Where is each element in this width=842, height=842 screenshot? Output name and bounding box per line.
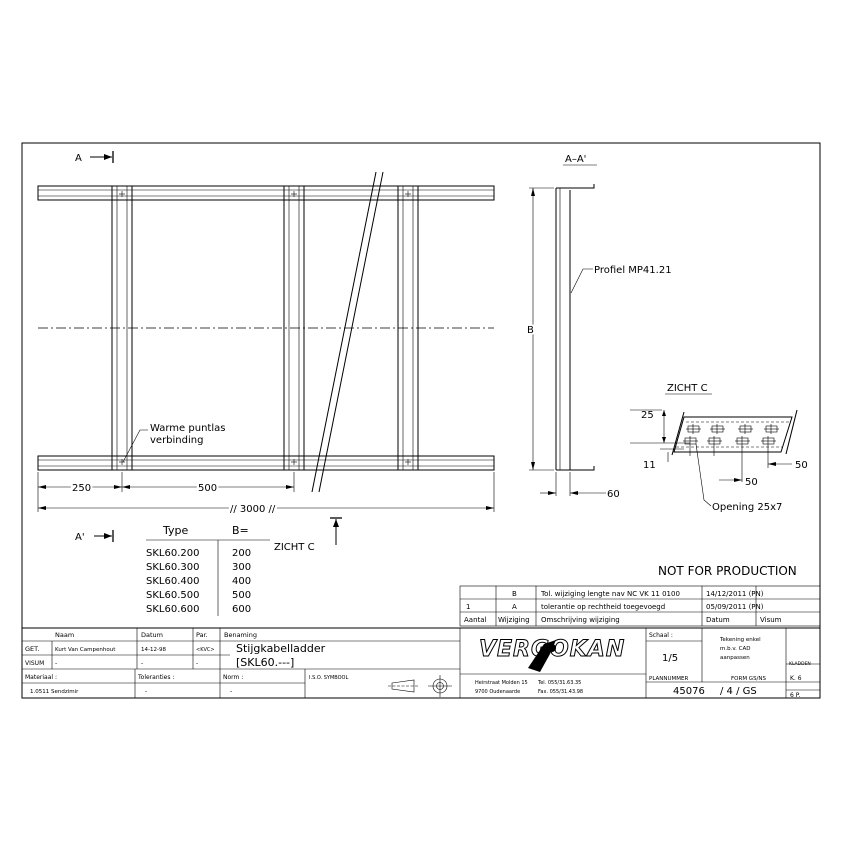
b-row-5: 600 xyxy=(232,604,251,615)
iso-projection-symbol xyxy=(388,675,452,697)
sheet-border xyxy=(21,142,821,699)
address-line2: 9700 Oudenaarde xyxy=(475,689,520,695)
benaming-line2: [SKL60.---] xyxy=(236,656,294,669)
dim-11: 11 xyxy=(643,460,656,471)
rev-row2-desc: tolerantie op rechtheid toegevoegd xyxy=(541,603,665,611)
zicht-c-title: ZICHT C xyxy=(667,383,708,394)
iso-symbol-label: I.S.O. SYMBOOL xyxy=(309,675,348,681)
schaal-value: 1/5 xyxy=(662,653,678,664)
col-par: Par. xyxy=(196,631,208,639)
b-row-2: 300 xyxy=(232,562,251,573)
company-fax: Fax. 055/31.43.98 xyxy=(538,689,583,695)
get-par: <KVC> xyxy=(196,647,215,653)
logo-figure-icon xyxy=(528,640,556,672)
dim-500: 500 xyxy=(198,483,217,494)
type-row-5: SKL60.600 xyxy=(146,604,199,615)
dim-50a: 50 xyxy=(795,460,808,471)
type-row-1: SKL60.200 xyxy=(146,548,199,559)
visum-date: - xyxy=(141,660,143,667)
materiaal-label: Materiaal : xyxy=(25,674,57,681)
weld-note-line1: Warme puntlas xyxy=(150,423,225,434)
rev-header-wijziging: Wijziging xyxy=(498,616,530,624)
type-header: Type xyxy=(162,524,188,537)
weld-note-line2: verbinding xyxy=(150,435,203,446)
b-row-1: 200 xyxy=(232,548,251,559)
get-name: Kurt Van Campenhout xyxy=(55,647,116,653)
cad-note-line2: m.b.v. CAD xyxy=(720,646,751,652)
sheet-k: K. 6 xyxy=(790,675,802,682)
view-marker-a-prime: A' xyxy=(75,532,85,543)
get-label: GET. xyxy=(25,645,39,653)
ladder-front-view xyxy=(37,171,495,493)
dimension-250-500 xyxy=(37,472,295,512)
cad-note-line1: Tekening enkel xyxy=(719,637,761,643)
b-row-3: 400 xyxy=(232,576,251,587)
section-title: A–A' xyxy=(565,154,586,165)
profile-note: Profiel MP41.21 xyxy=(594,265,672,276)
form-value: / 4 / GS xyxy=(720,686,757,697)
section-a-a: A–A' xyxy=(529,154,606,496)
rev-row2-date: 05/09/2011 (PN) xyxy=(706,603,764,611)
address-line1: Heirstraat Molden 15 xyxy=(475,680,528,686)
title-block-grid xyxy=(21,627,821,699)
type-row-3: SKL60.400 xyxy=(146,576,199,587)
visum-label: VISUM xyxy=(25,660,44,667)
zicht-c-detail: ZICHT C xyxy=(630,383,798,507)
col-naam: Naam xyxy=(55,631,74,639)
col-datum: Datum xyxy=(141,631,163,639)
not-for-production: NOT FOR PRODUCTION xyxy=(658,564,797,578)
b-header: B= xyxy=(232,524,249,537)
type-row-2: SKL60.300 xyxy=(146,562,199,573)
dim-250: 250 xyxy=(72,483,91,494)
schaal-label: Schaal : xyxy=(649,632,673,639)
rev-header-omschrijving: Omschrijving wijziging xyxy=(541,616,620,624)
rev-header-visum: Visum xyxy=(760,616,782,624)
revision-table xyxy=(459,585,821,627)
rev-row1-desc: Tol. wijziging lengte nav NC VK 11 0100 xyxy=(540,590,680,598)
dim-60: 60 xyxy=(607,489,620,500)
rev-row2-letter: A xyxy=(512,603,517,611)
opening-note: Opening 25x7 xyxy=(712,502,782,513)
form-label: FORM GS/NS xyxy=(731,676,767,682)
dim-3000: // 3000 // xyxy=(230,504,276,515)
rev-row1-date: 14/12/2011 (PN) xyxy=(706,590,764,598)
rev-header-aantal: Aantal xyxy=(464,616,487,624)
dim-b: B xyxy=(527,325,534,336)
kladden-label: KLADDEN xyxy=(789,661,811,667)
view-marker-a: A xyxy=(75,153,82,164)
type-table: Type B= SKL60.200 200 SKL60.300 300 SKL6… xyxy=(146,524,270,616)
materiaal-value: 1.0511 Sendzimir xyxy=(30,689,79,695)
zicht-c-ref: ZICHT C xyxy=(274,542,315,553)
rev-row2-num: 1 xyxy=(466,603,470,611)
col-benaming: Benaming xyxy=(224,631,257,639)
plannummer-value: 45076 xyxy=(673,686,705,697)
plannummer-label: PLANNUMMER xyxy=(649,676,688,682)
rev-row1-letter: B xyxy=(512,590,517,598)
get-date: 14-12-98 xyxy=(141,647,166,653)
dim-50b: 50 xyxy=(745,477,758,488)
toleranties-value: - xyxy=(145,688,147,695)
rev-header-datum: Datum xyxy=(706,616,730,624)
sheet-p: 6 P. xyxy=(790,692,800,699)
dim-25: 25 xyxy=(641,410,654,421)
b-row-4: 500 xyxy=(232,590,251,601)
norm-value: - xyxy=(230,688,232,695)
company-logo: VERGOKAN xyxy=(479,637,625,672)
cad-note-line3: aanpassen xyxy=(720,655,750,661)
type-row-4: SKL60.500 xyxy=(146,590,199,601)
benaming-line1: Stijgkabelladder xyxy=(236,642,326,655)
company-tel: Tel. 055/31.63.35 xyxy=(537,680,581,686)
visum-name: - xyxy=(55,660,57,667)
visum-par: - xyxy=(196,660,198,667)
toleranties-label: Toleranties : xyxy=(137,674,174,681)
norm-label: Norm : xyxy=(223,674,243,681)
